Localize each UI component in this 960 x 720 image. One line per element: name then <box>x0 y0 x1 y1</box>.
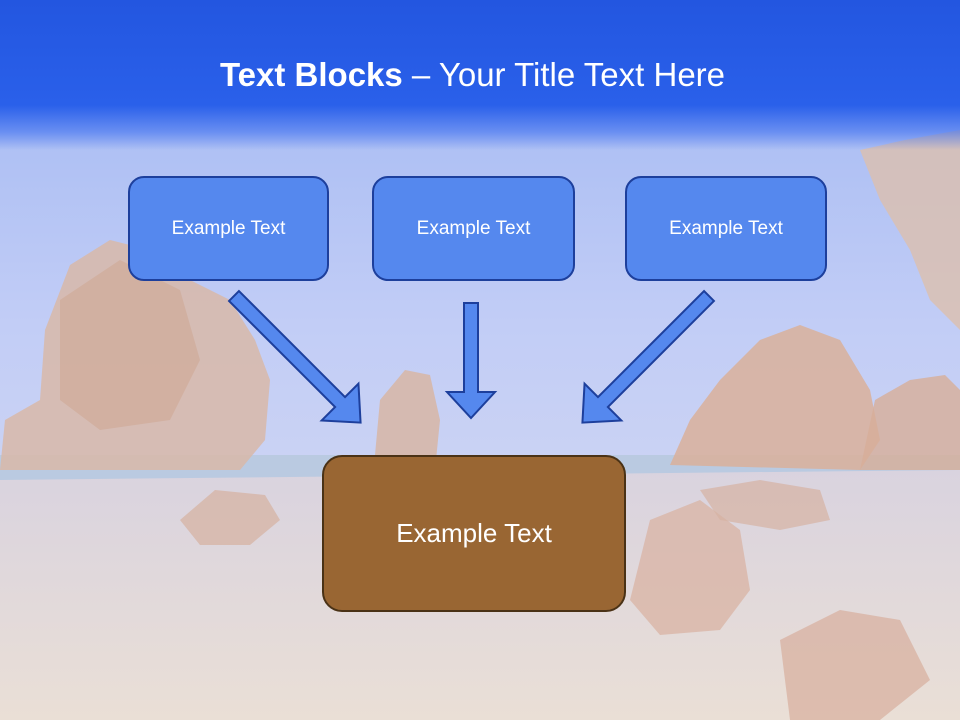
text-block-label: Example Text <box>669 217 783 239</box>
text-block-top-right[interactable]: Example Text <box>625 176 827 281</box>
title-rest: Your Title Text Here <box>438 56 726 93</box>
text-block-bottom[interactable]: Example Text <box>322 455 626 612</box>
slide-title: Text Blocks – Your Title Text Here <box>0 52 945 98</box>
text-block-top-left[interactable]: Example Text <box>128 176 329 281</box>
text-block-label: Example Text <box>416 217 531 239</box>
title-dash: – <box>402 56 439 93</box>
title-bar <box>0 0 960 150</box>
text-block-label: Example Text <box>171 217 286 239</box>
text-block-label: Example Text <box>396 518 552 548</box>
title-bold-part: Text Blocks <box>219 56 403 93</box>
text-block-top-center[interactable]: Example Text <box>372 176 575 281</box>
